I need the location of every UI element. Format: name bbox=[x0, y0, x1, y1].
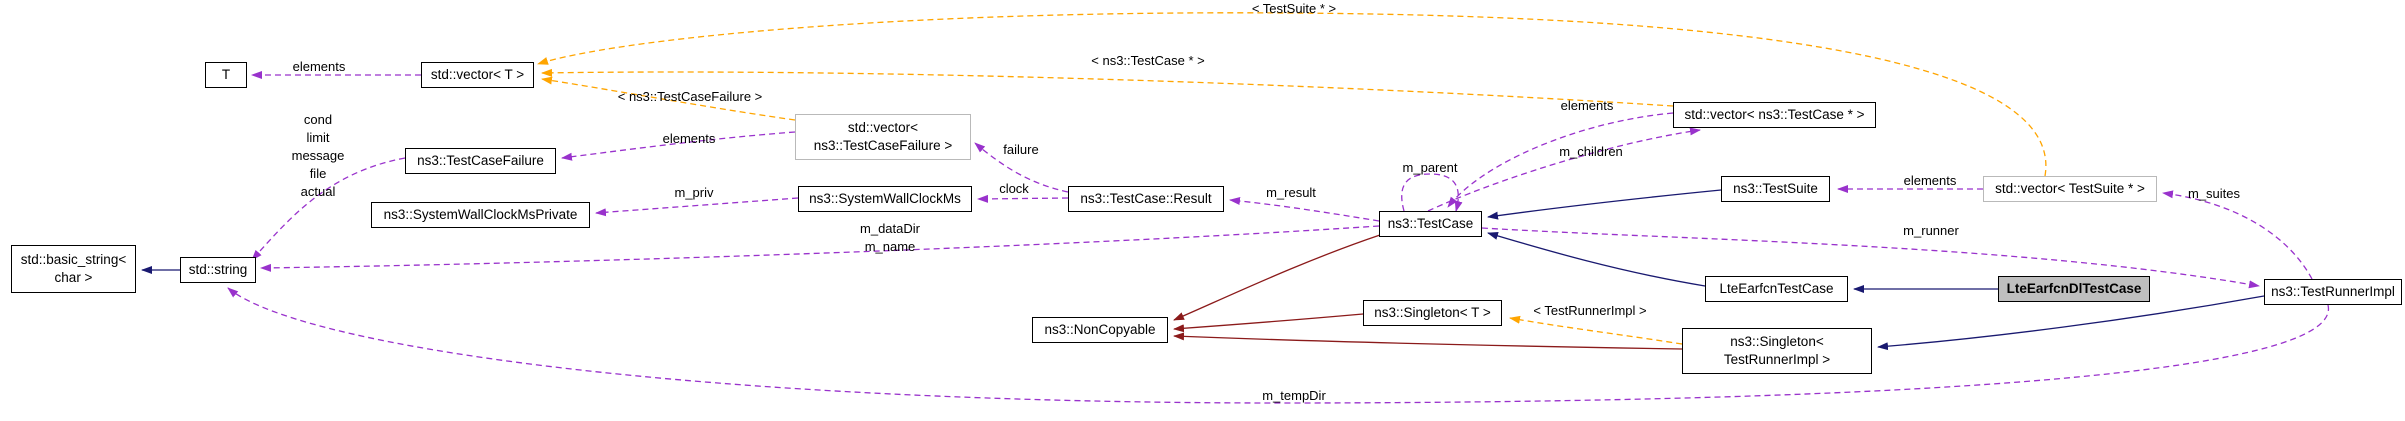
node-systemwallclockms[interactable]: ns3::SystemWallClockMs bbox=[798, 186, 972, 212]
node-label: ns3::Singleton< T > bbox=[1374, 305, 1491, 321]
edge-inherit-testsuite-testcase bbox=[1487, 189, 1722, 220]
node-label: std::basic_string< char > bbox=[20, 252, 127, 285]
node-lteearfcndltestcase-current: LteEarfcnDlTestCase bbox=[1998, 276, 2150, 302]
edge-m-result bbox=[1229, 197, 1380, 222]
edge-m-children bbox=[1427, 127, 1701, 212]
node-testsuite[interactable]: ns3::TestSuite bbox=[1721, 176, 1830, 202]
node-std-basic-string[interactable]: std::basic_string< char > bbox=[11, 245, 136, 293]
node-systemwallclockmsprivate[interactable]: ns3::SystemWallClockMsPrivate bbox=[371, 202, 590, 228]
edge-elements-vector-tc bbox=[1447, 112, 1674, 208]
edge-template-vector-ts bbox=[537, 12, 2047, 177]
edge-m-parent-self-loop bbox=[1401, 173, 1463, 212]
node-label: ns3::TestRunnerImpl bbox=[2271, 284, 2395, 300]
node-label: std::string bbox=[188, 262, 248, 278]
edge-m-runner bbox=[1481, 227, 2260, 289]
node-label: ns3::Singleton< TestRunnerImpl > bbox=[1723, 334, 1831, 367]
edge-inherit-testrunner-singleton bbox=[1877, 295, 2265, 351]
node-label: ns3::TestSuite bbox=[1733, 181, 1818, 197]
node-label: std::vector< ns3::TestCaseFailure > bbox=[813, 120, 953, 153]
node-template-param-t[interactable]: T bbox=[205, 62, 247, 88]
edge-clock bbox=[977, 194, 1069, 203]
node-singleton-testrunnerimpl[interactable]: ns3::Singleton< TestRunnerImpl > bbox=[1682, 328, 1872, 374]
edge-testcasefailure-string bbox=[251, 157, 406, 261]
node-std-string[interactable]: std::string bbox=[180, 257, 256, 283]
node-std-vector-t[interactable]: std::vector< T > bbox=[421, 62, 534, 88]
node-std-vector-testcase-ptr[interactable]: std::vector< ns3::TestCase * > bbox=[1673, 102, 1876, 128]
node-label: LteEarfcnDlTestCase bbox=[2006, 281, 2142, 297]
node-label: ns3::TestCase bbox=[1387, 216, 1474, 232]
edge-m-priv bbox=[595, 197, 799, 217]
edge-private-singletontri-noncopyable bbox=[1173, 332, 1683, 350]
edge-inherit-lteearfcn-testcase bbox=[1487, 232, 1706, 287]
node-std-vector-testcasefailure[interactable]: std::vector< ns3::TestCaseFailure > bbox=[795, 114, 971, 160]
node-label: ns3::SystemWallClockMs bbox=[809, 191, 961, 207]
node-label: ns3::TestCaseFailure bbox=[417, 153, 544, 169]
edge-private-singletont-noncopyable bbox=[1173, 313, 1364, 333]
node-testcase-result[interactable]: ns3::TestCase::Result bbox=[1068, 186, 1224, 212]
node-noncopyable[interactable]: ns3::NonCopyable bbox=[1032, 317, 1168, 343]
edge-private-testcase-noncopyable bbox=[1173, 234, 1381, 321]
node-label: std::vector< TestSuite * > bbox=[1995, 181, 2145, 197]
node-label: ns3::NonCopyable bbox=[1044, 322, 1156, 338]
node-testrunnerimpl[interactable]: ns3::TestRunnerImpl bbox=[2264, 279, 2402, 305]
node-testcasefailure[interactable]: ns3::TestCaseFailure bbox=[405, 148, 556, 174]
node-label: std::vector< T > bbox=[430, 67, 525, 83]
node-label: ns3::SystemWallClockMsPrivate bbox=[383, 207, 578, 223]
node-lteearfcntestcase[interactable]: LteEarfcnTestCase bbox=[1705, 276, 1848, 302]
edge-template-vector-tc bbox=[541, 68, 1674, 107]
edge-elements-vector-tcf bbox=[561, 131, 796, 161]
node-label: LteEarfcnTestCase bbox=[1719, 281, 1834, 297]
node-singleton-t[interactable]: ns3::Singleton< T > bbox=[1363, 300, 1502, 326]
edge-m-datadir-m-name bbox=[260, 225, 1380, 272]
edge-template-vector-tcf bbox=[541, 76, 796, 121]
edge-m-suites bbox=[2162, 190, 2313, 280]
node-testcase[interactable]: ns3::TestCase bbox=[1379, 211, 1482, 237]
node-std-vector-testsuite-ptr[interactable]: std::vector< TestSuite * > bbox=[1983, 176, 2157, 202]
edge-failure bbox=[974, 142, 1069, 193]
edge-template-singleton bbox=[1509, 315, 1683, 345]
node-label: ns3::TestCase::Result bbox=[1080, 191, 1212, 207]
edge-m-tempdir bbox=[227, 287, 2329, 404]
node-label: T bbox=[221, 67, 231, 83]
node-label: std::vector< ns3::TestCase * > bbox=[1684, 107, 1865, 123]
